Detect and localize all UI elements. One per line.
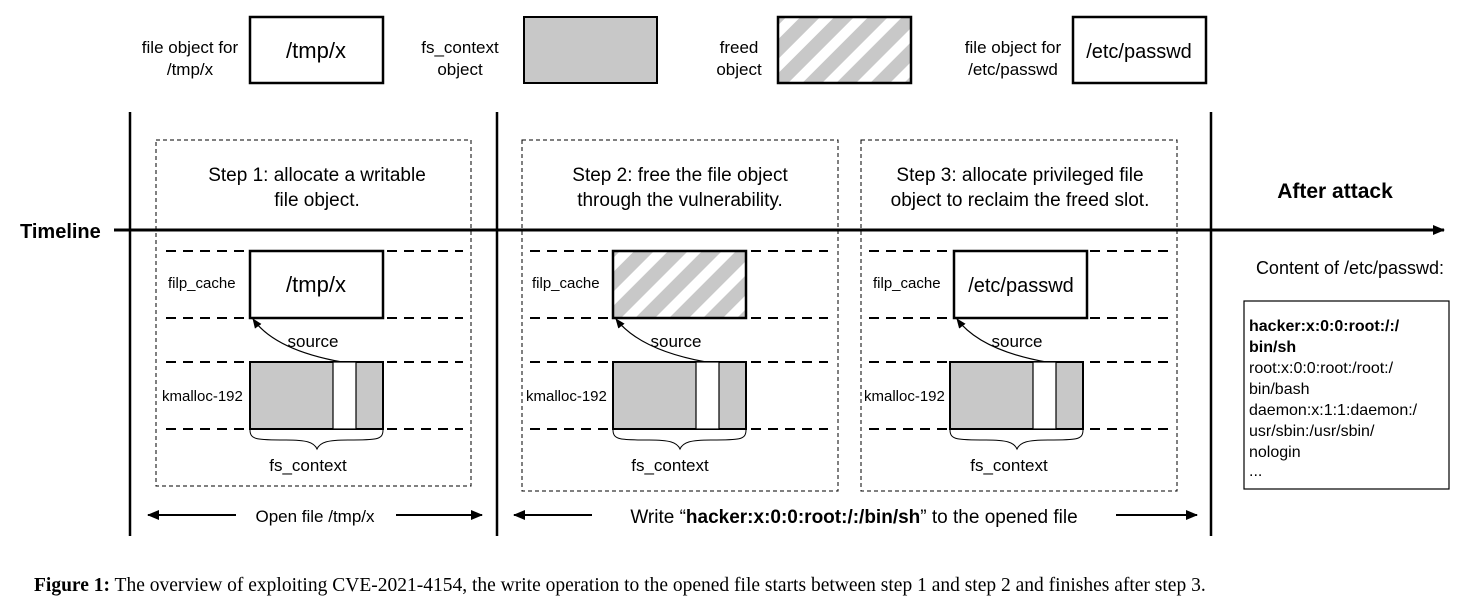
step-2-fs-context-slot — [695, 361, 720, 430]
step-3-source-arrow — [956, 318, 1047, 363]
step-1-source-label: source — [287, 332, 338, 351]
passwd-line: bin/bash — [1249, 381, 1310, 398]
step-1-panel: Step 1: allocate a writable file object.… — [155, 139, 472, 487]
step-2-title-line-2: through the vulnerability. — [577, 190, 783, 211]
legend-passwd-box — [1071, 15, 1208, 85]
step-2-title-line-1: Step 2: free the file object — [572, 165, 788, 186]
legend-freed: freed object — [716, 15, 913, 85]
after-attack: After attack Content of /etc/passwd: hac… — [1243, 180, 1450, 490]
step-2-frame — [521, 139, 839, 492]
step-1-source-arrow — [252, 318, 343, 363]
step-3-fs-context-object — [949, 361, 1084, 430]
step-3-frame — [860, 139, 1178, 492]
step-3-filp-cache-label: filp_cache — [873, 275, 941, 292]
step-3-file-object-text: /etc/passwd — [968, 275, 1074, 297]
legend-freed-box — [776, 15, 913, 85]
step-1-brace — [249, 429, 384, 451]
step-1-file-object-text: /tmp/x — [286, 272, 346, 297]
write-label: Write “hacker:x:0:0:root:/:/bin/sh” to t… — [630, 507, 1077, 528]
passwd-line: daemon:x:1:1:daemon:/ — [1249, 402, 1418, 419]
legend-fs-context-label-2: object — [437, 60, 483, 79]
after-attack-heading: After attack — [1277, 180, 1393, 203]
passwd-line: usr/sbin:/usr/sbin/ — [1249, 423, 1375, 440]
legend-freed-label-2: object — [716, 60, 762, 79]
legend-passwd: file object for /etc/passwd /etc/passwd — [965, 15, 1208, 85]
legend-passwd-box-text: /etc/passwd — [1086, 41, 1192, 63]
open-file-label: Open file /tmp/x — [255, 507, 375, 526]
passwd-line: nologin — [1249, 444, 1301, 461]
step-3-kmalloc-label: kmalloc-192 — [864, 388, 945, 405]
step-1-filp-cache-label: filp_cache — [168, 275, 236, 292]
legend-passwd-label-1: file object for — [965, 38, 1062, 57]
passwd-line: ... — [1249, 463, 1262, 480]
step-2-source-label: source — [650, 332, 701, 351]
step-1-file-object — [248, 249, 385, 320]
passwd-line: root:x:0:0:root:/root:/ — [1249, 360, 1394, 377]
step-2-panel: Step 2: free the file object through the… — [521, 139, 839, 492]
step-2-fs-context-label: fs_context — [631, 456, 709, 475]
step-1-fs-context-label: fs_context — [269, 456, 347, 475]
step-1-fs-context-slot — [332, 361, 357, 430]
legend-freed-label-1: freed — [720, 38, 759, 57]
legend-tmpx-box-text: /tmp/x — [286, 38, 346, 63]
step-2-freed-object — [611, 249, 748, 320]
step-1-title-line-2: file object. — [274, 190, 360, 211]
step-3-source-label: source — [991, 332, 1042, 351]
timeline-label: Timeline — [20, 221, 101, 243]
legend-fs-context-label-1: fs_context — [421, 38, 499, 57]
step-3-brace — [949, 429, 1084, 451]
step-2-fs-context-object — [612, 361, 747, 430]
step-2-source-arrow — [615, 318, 707, 363]
step-3-title-line-1: Step 3: allocate privileged file — [896, 165, 1143, 186]
step-1-kmalloc-label: kmalloc-192 — [162, 388, 243, 405]
legend: file object for /tmp/x /tmp/x fs_context… — [142, 15, 1208, 85]
legend-tmpx: file object for /tmp/x /tmp/x — [142, 15, 385, 85]
legend-tmpx-box — [248, 15, 385, 85]
step-3-title-line-2: object to reclaim the freed slot. — [891, 190, 1150, 211]
passwd-content-box — [1243, 300, 1450, 490]
step-1-fs-context-object — [249, 361, 384, 430]
legend-fs-context-box — [523, 16, 658, 84]
step-1-title-line-1: Step 1: allocate a writable — [208, 165, 426, 186]
passwd-bold-line: bin/sh — [1249, 339, 1296, 356]
figure-caption: Figure 1: The overview of exploiting CVE… — [34, 575, 1206, 596]
legend-tmpx-label-1: file object for — [142, 38, 239, 57]
step-2-kmalloc-label: kmalloc-192 — [526, 388, 607, 405]
step-2-brace — [612, 429, 747, 451]
passwd-content-title: Content of /etc/passwd: — [1256, 258, 1444, 278]
legend-tmpx-label-2: /tmp/x — [167, 60, 214, 79]
step-3-fs-context-slot — [1032, 361, 1057, 430]
legend-passwd-label-2: /etc/passwd — [968, 60, 1058, 79]
step-1-frame — [155, 139, 472, 487]
step-3-file-object — [952, 249, 1089, 320]
step-3-panel: Step 3: allocate privileged file object … — [860, 139, 1178, 492]
step-3-fs-context-label: fs_context — [970, 456, 1048, 475]
legend-fs-context: fs_context object — [421, 16, 658, 84]
step-2-filp-cache-label: filp_cache — [532, 275, 600, 292]
passwd-bold-line: hacker:x:0:0:root:/:/ — [1249, 318, 1400, 335]
